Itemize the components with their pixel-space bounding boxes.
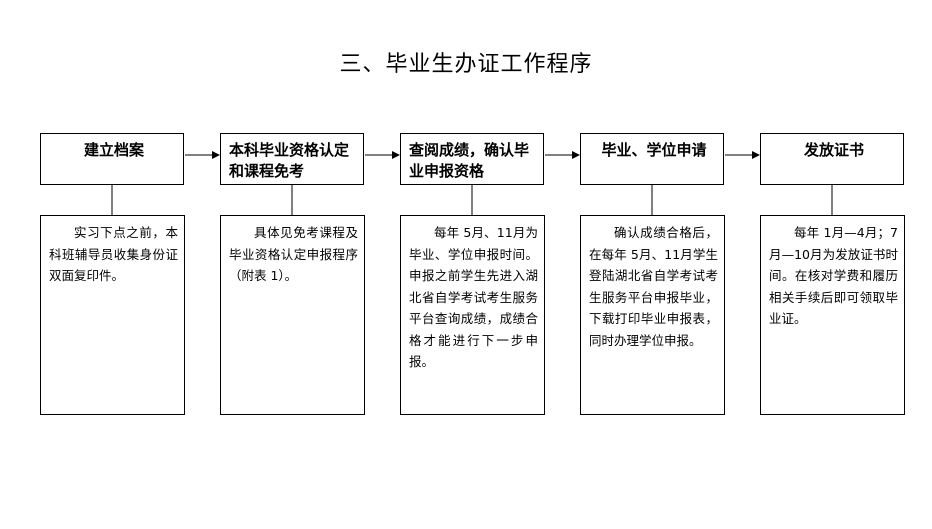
desc-box-application: 确认成绩合格后，在每年 5月、11月学生登陆湖北省自学考试考生服务平台申报毕业，… xyxy=(580,215,725,415)
step-label-qualification: 本科毕业资格认定和课程免考 xyxy=(229,141,350,180)
step-box-certificate: 发放证书 xyxy=(760,133,904,185)
desc-text-certificate: 每年 1月—4月；7月—10月为发放证书时间。在核对学费和履历相关手续后即可领取… xyxy=(769,225,898,326)
desc-text-grades: 每年 5月、11月为毕业、学位申报时间。申报之前学生先进入湖北省自学考试考生服务… xyxy=(409,225,538,369)
step-label-certificate: 发放证书 xyxy=(803,141,864,159)
desc-text-qualification: 具体见免考课程及毕业资格认定申报程序（附表 1）。 xyxy=(229,225,358,283)
step-label-application: 毕业、学位申请 xyxy=(601,141,707,159)
page-title: 三、毕业生办证工作程序 xyxy=(339,52,593,77)
step-box-grades: 查阅成绩，确认毕业申报资格 xyxy=(400,133,544,185)
step-box-qualification: 本科毕业资格认定和课程免考 xyxy=(220,133,364,185)
desc-box-archive: 实习下点之前，本科班辅导员收集身份证双面复印件。 xyxy=(40,215,185,415)
desc-text-application: 确认成绩合格后，在每年 5月、11月学生登陆湖北省自学考试考生服务平台申报毕业，… xyxy=(589,225,718,348)
desc-box-grades: 每年 5月、11月为毕业、学位申报时间。申报之前学生先进入湖北省自学考试考生服务… xyxy=(400,215,545,415)
desc-box-certificate: 每年 1月—4月；7月—10月为发放证书时间。在核对学费和履历相关手续后即可领取… xyxy=(760,215,905,415)
step-label-grades: 查阅成绩，确认毕业申报资格 xyxy=(409,141,530,180)
desc-box-qualification: 具体见免考课程及毕业资格认定申报程序（附表 1）。 xyxy=(220,215,365,415)
step-box-application: 毕业、学位申请 xyxy=(580,133,724,185)
step-box-archive: 建立档案 xyxy=(40,133,184,185)
step-label-archive: 建立档案 xyxy=(83,141,144,159)
desc-text-archive: 实习下点之前，本科班辅导员收集身份证双面复印件。 xyxy=(49,225,178,283)
